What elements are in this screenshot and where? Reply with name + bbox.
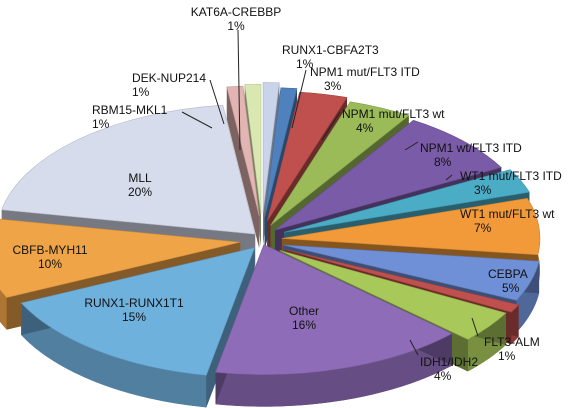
slice-label-name: NPM1 mut/FLT3 wt: [342, 107, 445, 121]
slice-label-value: 1%: [132, 85, 150, 99]
pie-slice-10: [279, 250, 507, 340]
leader-line-1: [237, 29, 241, 151]
slice-label-value: 8%: [434, 155, 452, 169]
leader-line-3: [291, 69, 307, 129]
slice-label-name: RUNX1-RUNX1T1: [84, 296, 184, 310]
pie-slice-15: [226, 85, 260, 216]
slice-label-name: NPM1 mut/FLT3 ITD: [310, 65, 420, 79]
slice-label-value: 7%: [474, 221, 492, 235]
pie-slice-12: [20, 247, 256, 376]
leader-line-10: [409, 339, 419, 356]
slice-label-value: 1%: [92, 117, 110, 131]
pie-slice-8: [283, 244, 540, 301]
slice-label-value: 15%: [122, 310, 146, 324]
slice-label-name: NPM1 wt/FLT3 ITD: [420, 141, 522, 155]
pie-slice-wall-15-1: [226, 86, 260, 248]
slice-label-name: WT1 mut/FLT3 wt: [460, 207, 555, 221]
slice-label-name: WT1 mut/FLT3 ITD: [460, 169, 562, 183]
slice-label-value: 4%: [356, 121, 374, 135]
leader-line-5: [404, 141, 419, 151]
slice-label-name: KAT6A-CREBBP: [191, 5, 281, 19]
pie-slice-5: [274, 119, 502, 231]
slice-label-value: 1%: [296, 57, 314, 71]
slice-label-value: 1%: [227, 19, 245, 33]
pie-slice-1: [262, 82, 280, 213]
pie-slice-13: [0, 218, 241, 298]
pie-slice-rim-11: [215, 333, 452, 407]
slice-label-name: IDH1/IDH2: [420, 355, 478, 369]
pie-slice-3: [266, 91, 348, 222]
leader-line-15: [181, 111, 213, 129]
pie-slice-16: [244, 83, 262, 215]
slice-label-value: 3%: [324, 79, 342, 93]
leader-line-9: [471, 317, 479, 337]
pie-slice-4: [270, 101, 410, 226]
slice-label-name: FLT3-ALM: [484, 335, 540, 349]
leader-line-16: [209, 79, 225, 125]
slice-label-name: CEBPA: [488, 267, 528, 281]
leader-line-6: [445, 174, 453, 181]
pie-slice-rim-12: [21, 302, 207, 408]
pie-slice-rim-13: [0, 289, 7, 330]
pie-slice-14: [1, 104, 256, 235]
slice-label-name: DEK-NUP214: [132, 71, 206, 85]
pie-slice-6: [283, 169, 530, 233]
pie-slice-11: [215, 244, 453, 375]
slice-label-name: RUNX1-CBFA2T3: [282, 43, 379, 57]
slice-label-value: 16%: [292, 318, 316, 332]
pie-slice-9: [285, 249, 520, 313]
slice-label-value: 4%: [434, 369, 452, 383]
slice-label-name: CBFB-MYH11: [12, 243, 87, 257]
slice-label-value: 20%: [128, 185, 152, 199]
slice-label-name: Other: [289, 304, 319, 318]
pie-slice-2: [264, 87, 298, 218]
slice-label-name: RBM15-MKL1: [92, 103, 168, 117]
leader-line-4: [321, 111, 341, 141]
slice-label-value: 5%: [502, 281, 520, 295]
slice-label-name: MLL: [128, 171, 152, 185]
slice-label-value: 1%: [498, 349, 516, 363]
slice-label-value: 10%: [38, 257, 62, 271]
slice-label-value: 3%: [474, 183, 492, 197]
pie-slice-7: [281, 197, 541, 256]
